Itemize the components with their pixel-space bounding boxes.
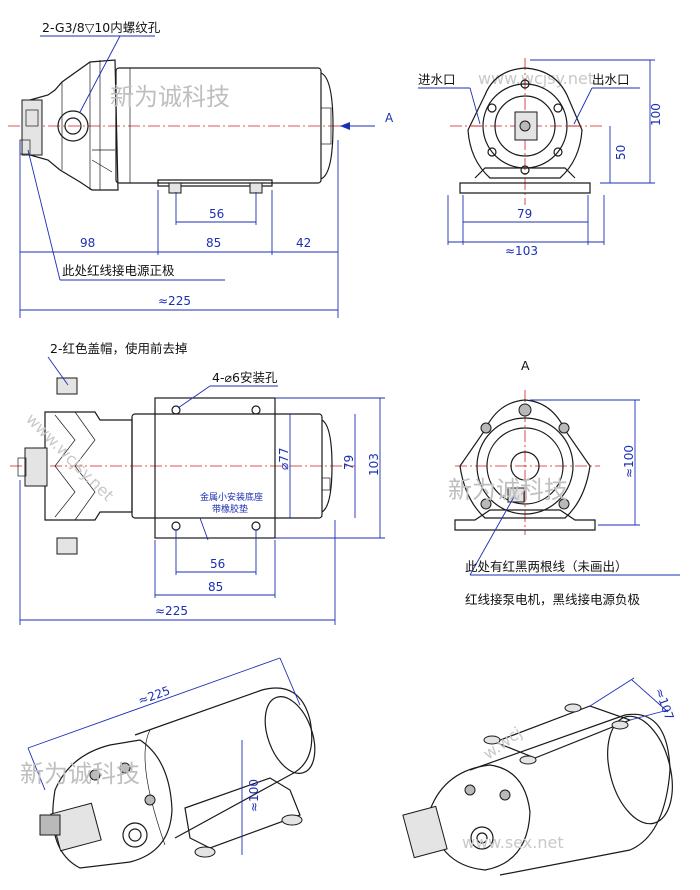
arrow-a-label: A xyxy=(385,111,394,125)
dim-77: ⌀77 xyxy=(277,448,291,471)
iso-left-head xyxy=(52,739,173,869)
dim-100-view-a: ≈100 xyxy=(622,445,636,478)
red-cap-bottom xyxy=(56,537,78,555)
iso-left-port xyxy=(122,822,148,848)
mount-hole-1 xyxy=(171,405,181,415)
mount-hole-leader xyxy=(177,385,211,409)
cap-leader xyxy=(47,356,69,386)
wires-note-line2: 红线接泵电机，黑线接电源负极 xyxy=(465,592,641,607)
outlet-label: 出水口 xyxy=(592,72,630,87)
view-a-head-outline xyxy=(459,399,591,519)
iso-dim-100: ≈100 xyxy=(247,779,261,812)
dim-98: 98 xyxy=(80,236,95,250)
view-a: A ≈100 此处有红黑两根线（未画出） 红线接泵电机，黑线接电源负极 xyxy=(454,358,680,607)
wires-note-line1: 此处有红黑两根线（未画出） xyxy=(465,559,628,574)
watermark-url-3: www.sex.net xyxy=(462,833,564,852)
outlet-leader xyxy=(573,87,593,125)
mount-hole-2 xyxy=(251,405,261,415)
positive-leader xyxy=(27,149,61,281)
dim-100-end: 100 xyxy=(649,103,663,126)
watermark-brand-1: 新为诚科技 xyxy=(110,83,230,111)
watermark-brand-2: 新为诚科技 xyxy=(448,476,568,504)
plan-motor-housing xyxy=(131,413,323,519)
wire-exit xyxy=(507,487,525,503)
dim-56-plan: 56 xyxy=(210,557,225,571)
rubber-foot-right xyxy=(249,182,263,194)
end-view-top: 进水口 出水口 100 50 79 ≈103 xyxy=(418,58,663,258)
thread-note-label: 2-G3/8▽10内螺纹孔 xyxy=(42,20,161,35)
dim-103-end: ≈103 xyxy=(505,244,538,258)
iso-left-motor xyxy=(134,687,313,839)
mount-hole-3 xyxy=(171,521,181,531)
plan-port xyxy=(24,447,48,487)
positive-note-label: 此处红线接电源正极 xyxy=(62,263,175,278)
base-note-line2: 带橡胶垫 xyxy=(212,503,248,515)
inlet-label: 进水口 xyxy=(418,72,456,87)
view-a-label: A xyxy=(521,358,530,373)
mounting-base xyxy=(157,179,273,187)
dim-225-top: ≈225 xyxy=(158,294,191,308)
view-a-circle-outer xyxy=(476,417,574,515)
thread-leader xyxy=(79,35,121,113)
dim-79-plan: 79 xyxy=(342,455,356,470)
view-a-base xyxy=(454,509,596,531)
iso-right-switch xyxy=(402,805,448,859)
watermark-brand-3: 新为诚科技 xyxy=(20,760,140,788)
inlet-leader xyxy=(469,87,481,125)
dim-85-top: 85 xyxy=(206,236,221,250)
iso-left-base xyxy=(184,777,301,849)
plan-base-plate xyxy=(154,397,276,539)
dim-225-plan: ≈225 xyxy=(155,604,188,618)
rubber-foot-left xyxy=(168,182,182,194)
end-head-outline xyxy=(467,67,583,179)
view-a-arrow xyxy=(340,122,350,130)
watermark-url-4: w.wcj xyxy=(479,723,525,763)
mount-hole-label: 4-⌀6安装孔 xyxy=(212,370,278,385)
side-elevation-view: A 2-G3/8▽10内螺纹孔 此处红线接电源正极 56 xyxy=(8,20,394,318)
pump-head-body xyxy=(29,59,119,191)
pressure-switch xyxy=(21,99,43,156)
iso-dim-107: ≈107 xyxy=(652,686,676,722)
view-a-shaft xyxy=(510,451,540,481)
mount-hole-4 xyxy=(251,521,261,531)
motor-end-cap xyxy=(320,72,334,180)
plan-view: 2-红色盖帽，使用前去掉 4-⌀6安装孔 金属小安装底座 带橡胶垫 ⌀77 79… xyxy=(10,341,385,625)
cap-note-label: 2-红色盖帽，使用前去掉 xyxy=(50,341,187,356)
isometric-view-right: ≈107 xyxy=(402,677,677,876)
dim-103-plan: 103 xyxy=(367,453,381,476)
red-cap-top xyxy=(56,377,78,395)
iso-right-head xyxy=(429,764,531,871)
port-outer xyxy=(57,110,89,142)
iso-dim-225: ≈225 xyxy=(136,683,172,707)
iso-right-motor xyxy=(469,713,671,876)
dim-42: 42 xyxy=(296,236,311,250)
wires-leader xyxy=(469,494,516,576)
watermark-url-1: www.wcjsy.net xyxy=(478,69,594,88)
dim-50: 50 xyxy=(614,145,628,160)
dim-56-top: 56 xyxy=(209,207,224,221)
iso-dim-line-107 xyxy=(631,679,669,713)
dim-79-end: 79 xyxy=(517,207,532,221)
dim-85-plan: 85 xyxy=(208,580,223,594)
base-note-line1: 金属小安装底座 xyxy=(200,491,263,503)
end-base xyxy=(459,182,591,194)
port-thread-hole xyxy=(64,117,82,135)
iso-dim-line-225 xyxy=(27,657,281,749)
